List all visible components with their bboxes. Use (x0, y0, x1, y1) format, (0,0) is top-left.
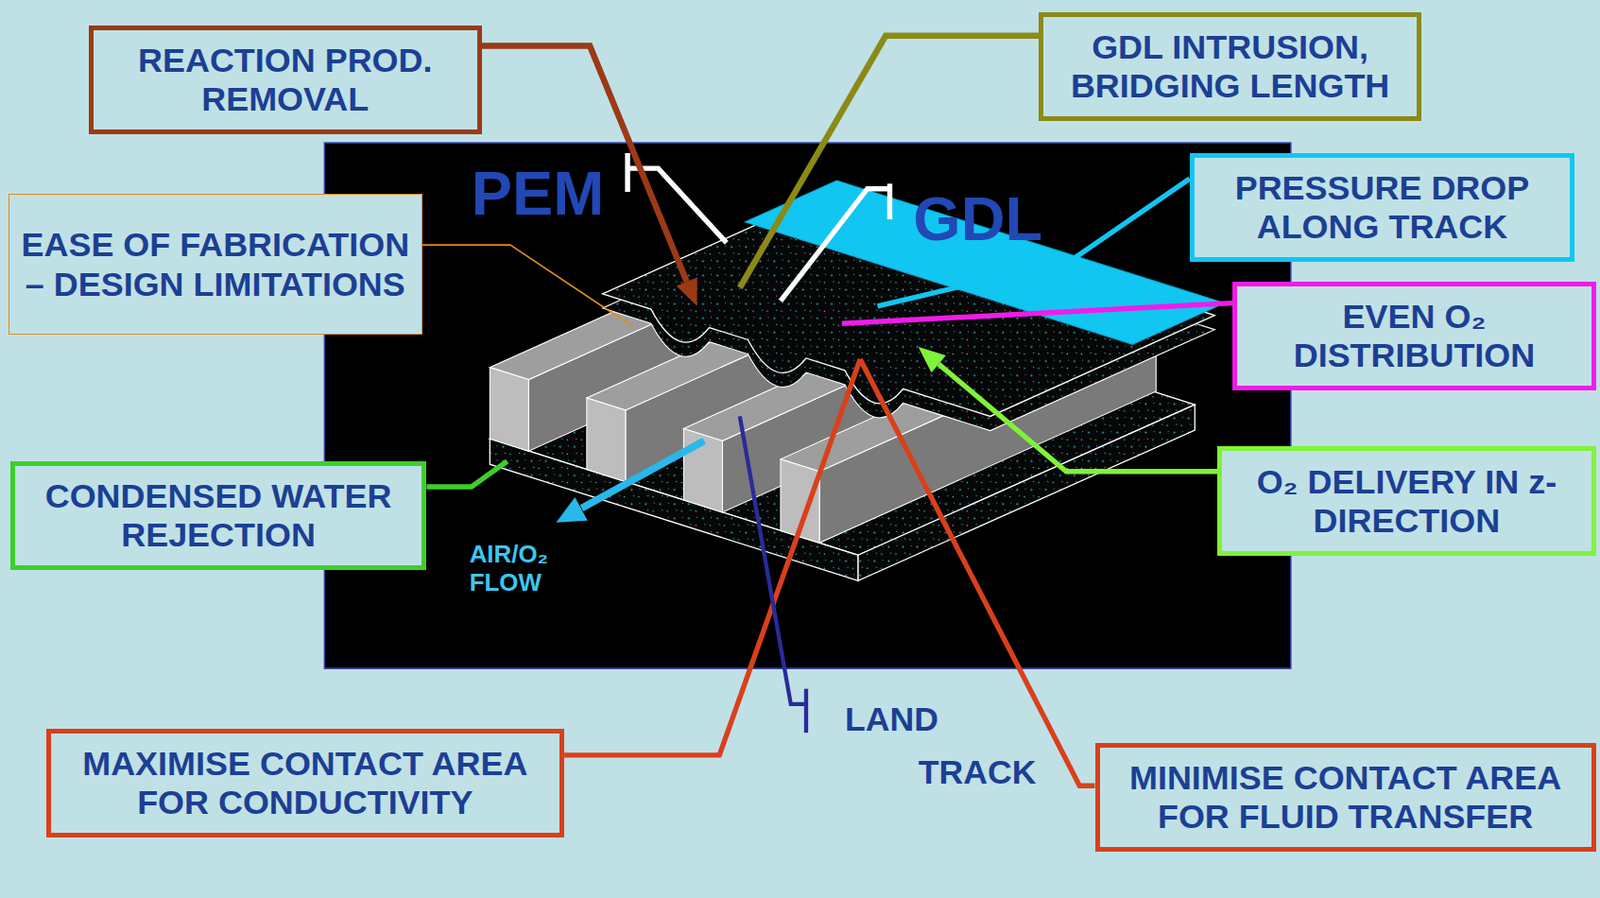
callout-box: EVEN O₂ DISTRIBUTION (1232, 281, 1596, 391)
callout-text: REACTION PROD. REMOVAL (103, 40, 467, 120)
callout-box: MAXIMISE CONTACT AREA FOR CONDUCTIVITY (46, 728, 565, 838)
callout-box: PRESSURE DROP ALONG TRACK (1189, 153, 1575, 262)
part-label: GDL (912, 189, 1043, 251)
callout-box: O₂ DELIVERY IN z-DIRECTION (1217, 446, 1597, 557)
callout-text: EASE OF FABRICATION – DESIGN LIMITATIONS (18, 224, 412, 304)
callout-text: MAXIMISE CONTACT AREA FOR CONDUCTIVITY (60, 743, 550, 823)
leader-line (426, 461, 507, 487)
air-flow-arrowhead (555, 497, 587, 523)
callout-box: REACTION PROD. REMOVAL (88, 25, 482, 135)
land-front (586, 397, 626, 482)
leader-line (564, 359, 861, 756)
part-label: AIR/O₂ FLOW (469, 540, 564, 598)
callout-box: GDL INTRUSION, BRIDGING LENGTH (1038, 12, 1422, 121)
leader-line (739, 415, 807, 704)
callout-box: CONDENSED WATER REJECTION (10, 461, 428, 570)
bridging-marker (780, 189, 891, 302)
bridging-marker (624, 153, 630, 192)
part-label: LAND (844, 700, 939, 740)
callout-box: EASE OF FABRICATION – DESIGN LIMITATIONS (8, 193, 423, 335)
callout-text: PRESSURE DROP ALONG TRACK (1204, 168, 1560, 247)
part-label: TRACK (918, 753, 1037, 792)
air-flow-arrow (581, 440, 705, 508)
callout-text: GDL INTRUSION, BRIDGING LENGTH (1053, 27, 1407, 106)
callout-text: MINIMISE CONTACT AREA FOR FLUID TRANSFER (1109, 757, 1582, 837)
leader-line (938, 363, 1218, 472)
callout-text: O₂ DELIVERY IN z-DIRECTION (1232, 462, 1582, 541)
leader-line (877, 178, 1190, 307)
leader-line (422, 244, 633, 327)
land-front (489, 367, 529, 452)
leader-line (842, 303, 1233, 325)
part-label: PEM (471, 163, 604, 225)
callout-text: EVEN O₂ DISTRIBUTION (1247, 296, 1582, 376)
leader-arrowhead (676, 276, 698, 306)
leader-line (804, 688, 809, 733)
callout-box: MINIMISE CONTACT AREA FOR FLUID TRANSFER (1095, 742, 1597, 852)
panel (324, 142, 1291, 669)
leader-arrowhead (918, 346, 947, 373)
callout-text: CONDENSED WATER REJECTION (25, 476, 413, 555)
